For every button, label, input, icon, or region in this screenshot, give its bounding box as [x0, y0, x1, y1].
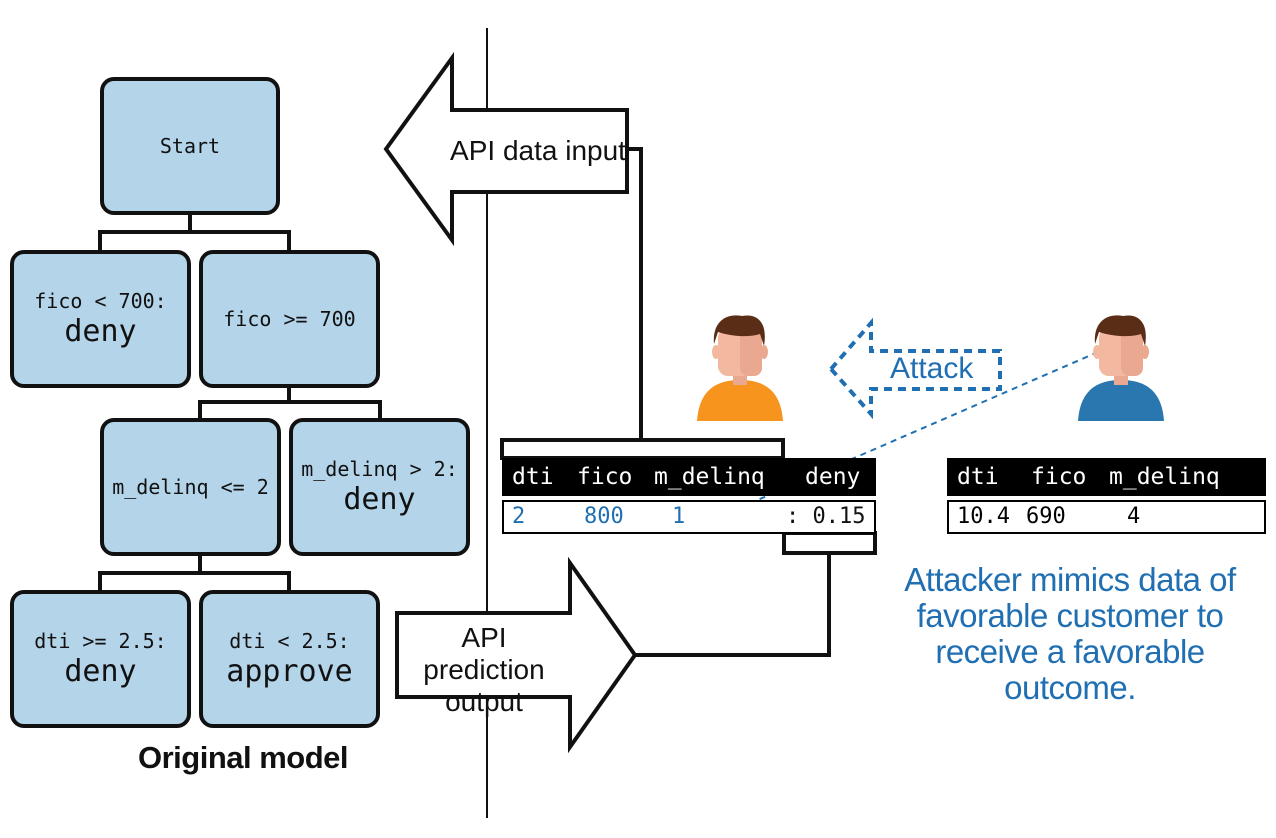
- cell-fico: 690: [1026, 504, 1066, 529]
- table-header: dti fico m_delinq deny: [502, 458, 876, 496]
- node-outcome: deny: [64, 314, 137, 349]
- header-fico: fico: [577, 464, 633, 490]
- table-row: 2 800 1 : 0.15: [502, 500, 876, 534]
- tree-node-m-delinq-gt-2: m_delinq > 2: deny: [289, 418, 470, 556]
- cell-m-delinq: 4: [1127, 504, 1141, 529]
- customer-data-table: dti fico m_delinq deny 2 800 1 : 0.15: [502, 458, 876, 534]
- attack-label: Attack: [890, 352, 974, 385]
- input-connector: [627, 147, 643, 440]
- cell-dti: 10.4: [957, 504, 1010, 529]
- node-outcome: deny: [343, 482, 416, 517]
- tree-node-fico-ge-700: fico >= 700: [199, 250, 380, 388]
- node-condition: dti < 2.5:: [229, 629, 350, 653]
- api-input-label: API data input: [450, 135, 626, 166]
- header-m-delinq: m_delinq: [654, 464, 765, 490]
- header-deny: deny: [805, 464, 861, 490]
- attack-note-line2: favorable customer to: [916, 597, 1224, 634]
- api-output-label-line1: API prediction: [423, 622, 545, 685]
- tree-connectors: [98, 214, 382, 592]
- tree-caption: Original model: [138, 740, 349, 775]
- attacker-data-table: dti fico m_delinq 10.4 690 4: [947, 458, 1266, 534]
- header-m-delinq: m_delinq: [1109, 464, 1220, 490]
- api-output-label-line2: output: [445, 686, 523, 717]
- input-bracket: [500, 438, 785, 460]
- node-condition: m_delinq <= 2: [112, 475, 269, 499]
- attack-explanation: Attacker mimics data of favorable custom…: [870, 562, 1270, 706]
- node-start-label: Start: [159, 134, 221, 158]
- table-row: 10.4 690 4: [947, 500, 1266, 534]
- tree-node-m-delinq-le-2: m_delinq <= 2: [100, 418, 281, 556]
- api-output-label: API prediction output: [398, 622, 570, 718]
- customer-person-icon: [697, 315, 783, 421]
- tree-node-dti-ge-2-5: dti >= 2.5: deny: [10, 590, 191, 728]
- header-fico: fico: [1031, 464, 1087, 490]
- attack-note-line3: receive a favorable outcome.: [935, 633, 1205, 706]
- node-outcome: deny: [64, 654, 137, 689]
- node-condition: m_delinq > 2:: [301, 457, 458, 481]
- output-connector: [635, 553, 831, 657]
- tree-node-fico-lt-700: fico < 700: deny: [10, 250, 191, 388]
- cell-fico: 800: [584, 504, 624, 529]
- cell-m-delinq: 1: [672, 504, 686, 529]
- output-bracket: [782, 531, 877, 555]
- cell-dti: 2: [512, 504, 526, 529]
- attack-note-line1: Attacker mimics data of: [904, 561, 1236, 598]
- tree-node-dti-lt-2-5: dti < 2.5: approve: [199, 590, 380, 728]
- cell-deny: : 0.15: [786, 504, 866, 529]
- tree-node-start: Start: [100, 77, 280, 215]
- header-dti: dti: [957, 464, 999, 490]
- node-outcome: approve: [226, 654, 353, 689]
- attacker-person-icon: [1078, 315, 1164, 421]
- table-header: dti fico m_delinq: [947, 458, 1266, 496]
- api-output-arrow: [395, 556, 638, 754]
- node-condition: dti >= 2.5:: [34, 629, 167, 653]
- node-condition: fico >= 700: [223, 307, 356, 331]
- header-dti: dti: [512, 464, 554, 490]
- node-condition: fico < 700:: [34, 289, 167, 313]
